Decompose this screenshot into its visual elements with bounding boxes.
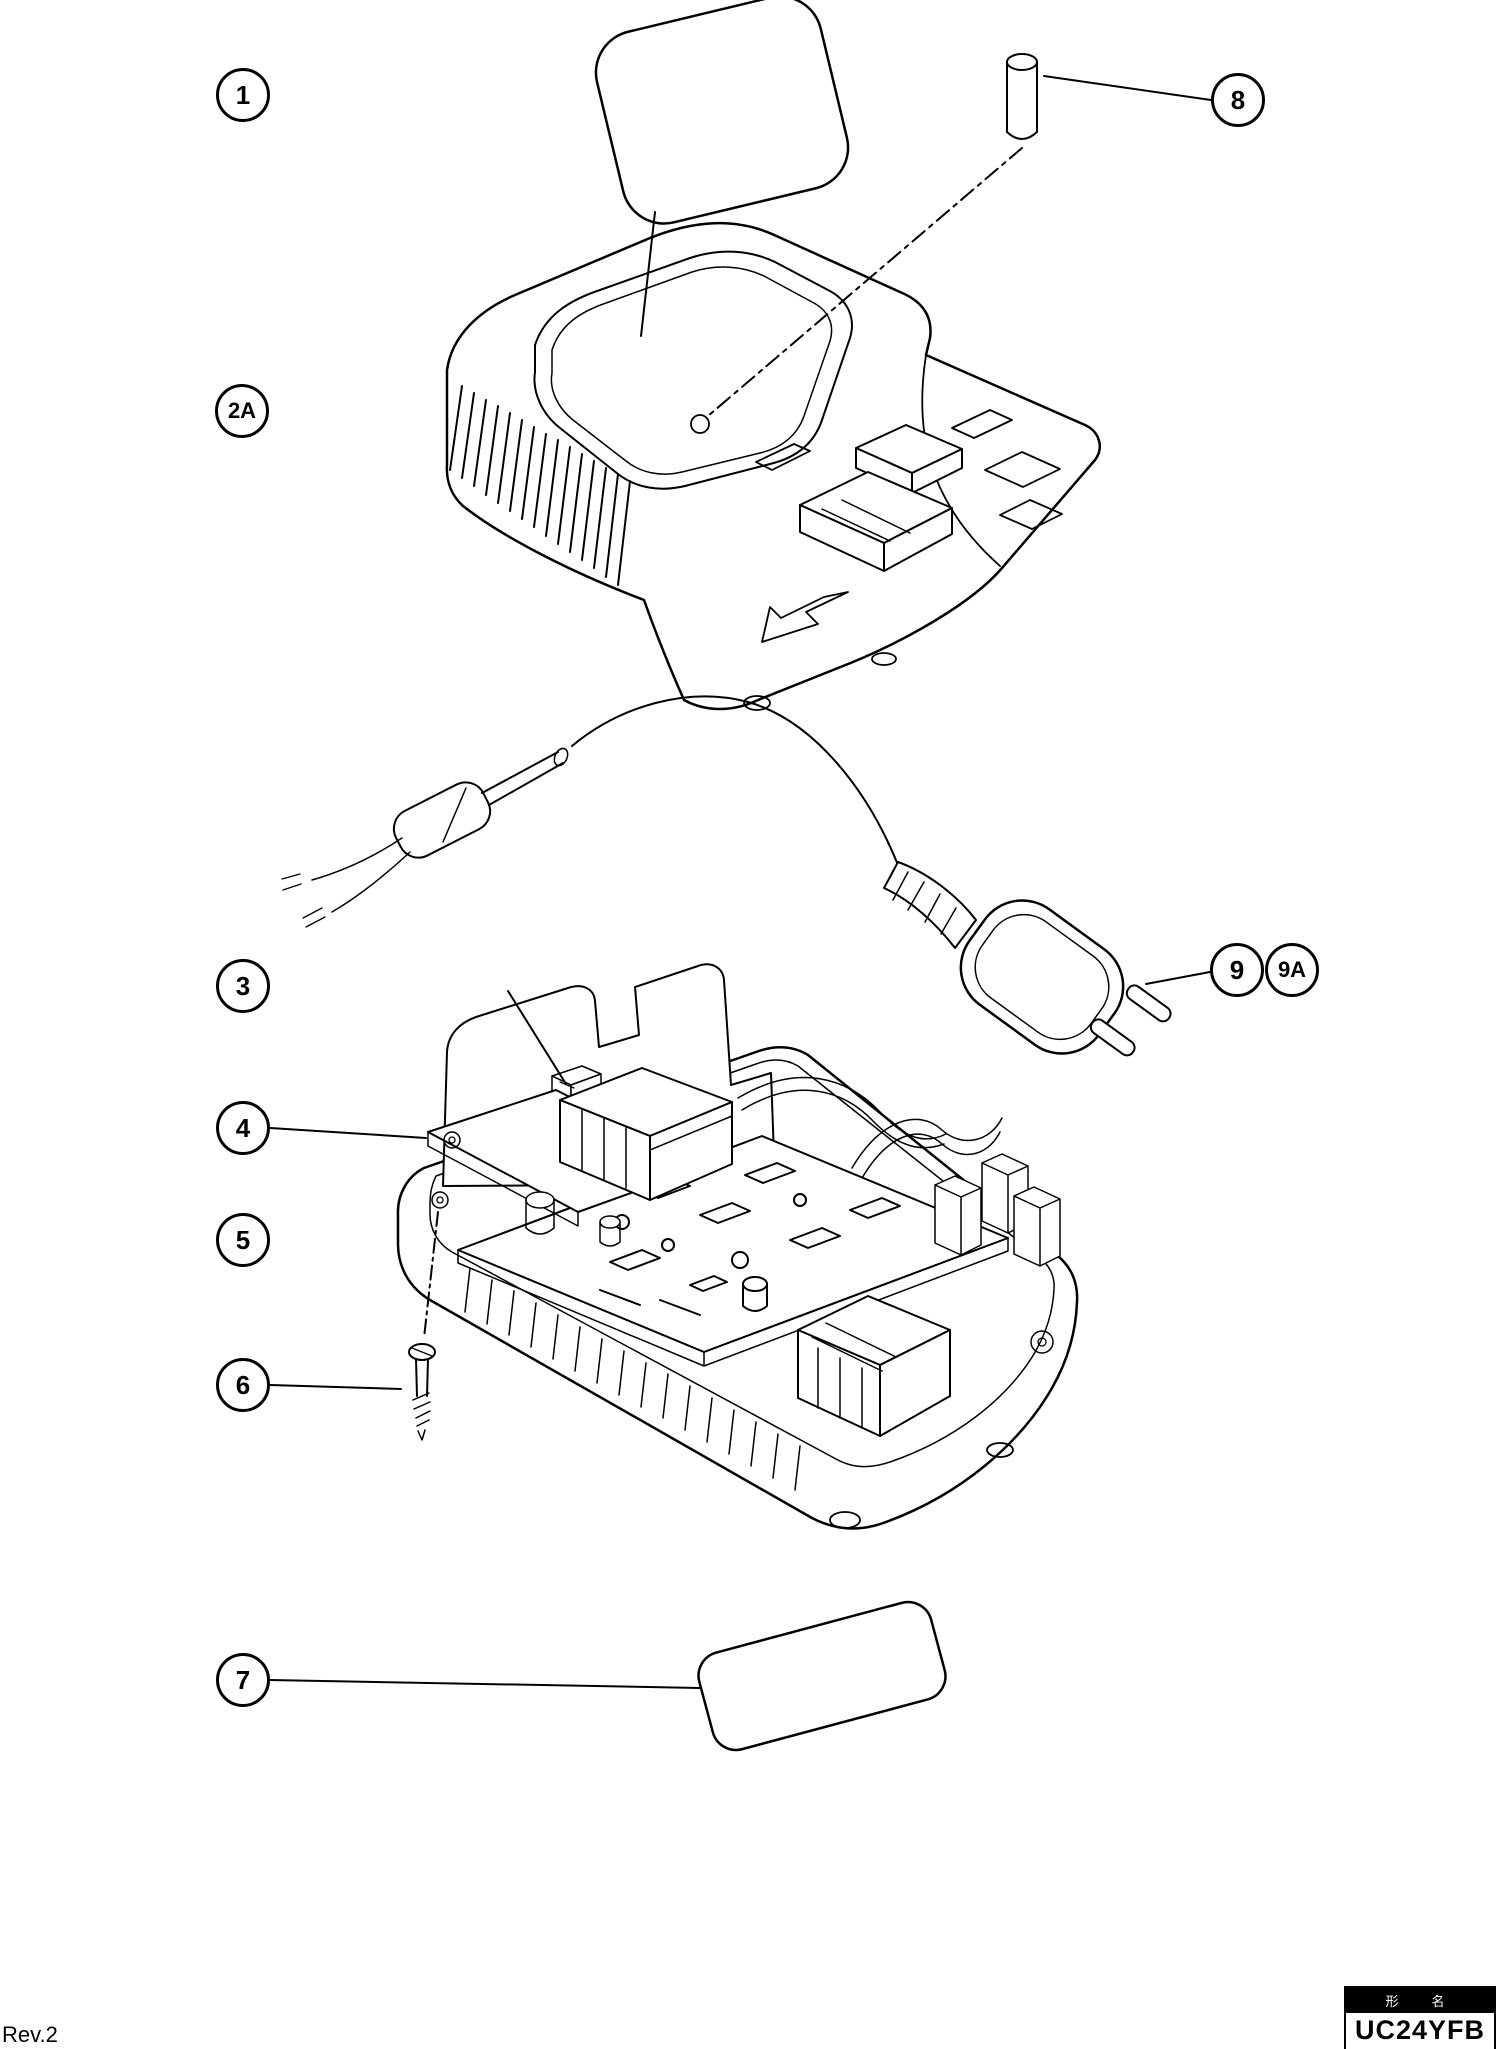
leader-line-3	[507, 990, 567, 1085]
deck-terminal-block	[799, 424, 963, 572]
callout-4: 4	[216, 1101, 270, 1155]
cover-foot	[871, 652, 897, 666]
pin-part	[1006, 53, 1038, 140]
tray-foot	[829, 1511, 861, 1529]
callout-9: 9	[1210, 943, 1264, 997]
callout-9a: 9A	[1265, 943, 1319, 997]
callout-2a: 2A	[215, 384, 269, 438]
tray-foot	[986, 1442, 1014, 1458]
transformer-part	[427, 1067, 733, 1247]
battery-recess	[533, 250, 853, 490]
connector-towers	[934, 1153, 1061, 1267]
callout-6-label: 6	[235, 1369, 251, 1400]
leader-line-1	[640, 211, 656, 337]
leader-line-6	[269, 1384, 402, 1390]
callout-9a-label: 9A	[1277, 957, 1307, 982]
callout-8-label: 8	[1230, 84, 1246, 115]
plug-pin	[1125, 984, 1172, 1023]
capacitor	[525, 1191, 621, 1247]
centerline-pin	[707, 147, 1023, 417]
callout-5: 5	[216, 1213, 270, 1267]
power-cord-plug	[883, 861, 1172, 1057]
model-number: UC24YFB	[1354, 2015, 1486, 2045]
screw-boss	[431, 1191, 449, 1209]
centerline-screw	[423, 1211, 439, 1339]
callout-9-label: 9	[1229, 954, 1245, 985]
leader-line-8	[1043, 75, 1212, 101]
output-connector-block	[797, 1295, 951, 1437]
lead-wire	[311, 837, 403, 881]
top-label-part	[594, 0, 850, 225]
revision-text: Rev.2	[2, 2022, 58, 2047]
deck-slot	[951, 409, 1013, 439]
strain-relief	[883, 861, 977, 949]
model-title-block: 形 名 UC24YFB	[1344, 1986, 1496, 2049]
callout-8: 8	[1211, 73, 1265, 127]
screw-boss	[1030, 1330, 1054, 1354]
thermal-protector-part	[281, 695, 901, 928]
deck-slot	[999, 499, 1063, 530]
callout-3: 3	[216, 959, 270, 1013]
charger-top-cover	[445, 221, 1101, 711]
deck-slot	[984, 451, 1061, 488]
wire-harness	[737, 1076, 1003, 1179]
power-cord-curve	[571, 695, 901, 871]
callout-6: 6	[216, 1358, 270, 1412]
cover-foot	[743, 695, 771, 711]
leader-line-7	[269, 1679, 701, 1689]
model-field-label: 形 名	[1346, 1988, 1494, 2013]
leader-line-9	[1145, 971, 1211, 985]
callout-3-label: 3	[235, 970, 251, 1001]
bottom-label-part	[697, 1600, 947, 1752]
callout-1: 1	[216, 68, 270, 122]
callout-7: 7	[216, 1653, 270, 1707]
leader-line-4	[269, 1127, 427, 1139]
front-louvers	[464, 1267, 801, 1491]
pin-hole	[690, 414, 710, 434]
plug-pin	[1089, 1018, 1136, 1057]
deck-pill-slot	[755, 443, 811, 471]
leader-lines	[269, 75, 1212, 1689]
screw-part	[408, 1343, 436, 1441]
lead-wire	[331, 851, 411, 913]
callout-5-label: 5	[235, 1224, 251, 1255]
callout-7-label: 7	[235, 1664, 251, 1695]
callout-1-label: 1	[235, 79, 251, 110]
callout-4-label: 4	[235, 1112, 251, 1143]
callout-2a-label: 2A	[227, 398, 257, 423]
vent-slats	[449, 385, 631, 586]
arrow-marking	[761, 591, 849, 643]
